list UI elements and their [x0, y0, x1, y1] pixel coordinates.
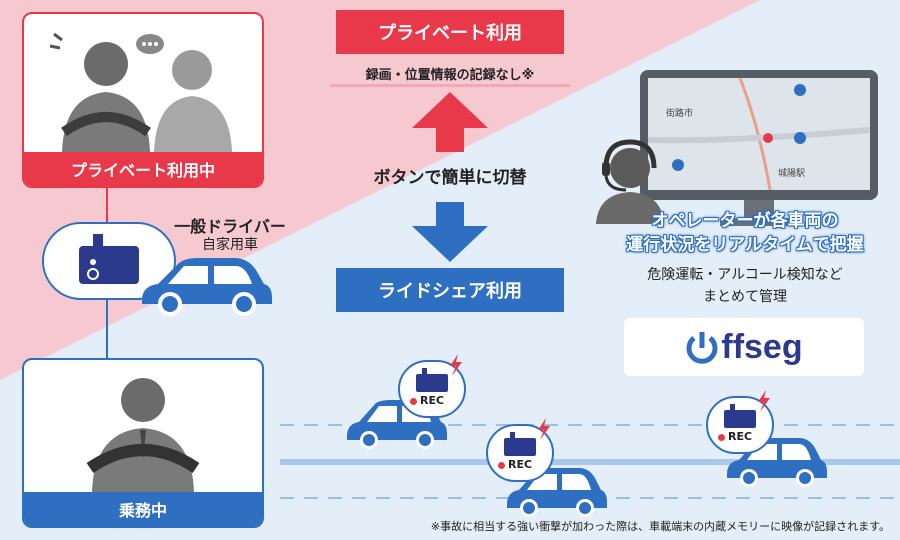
rec-dot — [718, 434, 725, 441]
operator-sub-1: 危険運転・アルコール検知など — [647, 267, 843, 283]
private-mode-badge: プライベート利用 — [336, 10, 564, 54]
switch-arrows-icon — [412, 92, 488, 262]
operator-headline-2: 運行状況をリアルタイムで把握 — [626, 235, 864, 255]
rec-bubble-1: REC — [398, 354, 466, 418]
rec-label: REC — [728, 430, 753, 443]
brand-logo-box: ffseg — [624, 318, 864, 376]
switch-label: ボタンで簡単に切替 — [373, 168, 527, 188]
dashcam-icon — [79, 234, 139, 284]
on-duty-card: 乗務中 — [22, 358, 264, 528]
rec-dot — [498, 462, 505, 469]
dashcam-icon — [724, 404, 756, 428]
rec-bubble-3: REC — [706, 390, 774, 454]
footnote: ※事故に相当する強い衝撃が加わった際は、車載端末の内蔵メモリーに映像が記録されま… — [430, 520, 890, 533]
brand-name: ffseg — [721, 327, 803, 366]
dashcam-icon — [416, 368, 448, 392]
operator-headline-1: オペレーターが各車両の — [651, 211, 839, 231]
operator-headset-illustration — [596, 139, 664, 224]
driver-title: 一般ドライバー — [174, 217, 286, 236]
on-duty-label: 乗務中 — [24, 492, 262, 526]
operator-sub-2: まとめて管理 — [703, 289, 787, 305]
driver-passenger-illustration — [49, 32, 232, 152]
rec-dot — [410, 398, 417, 405]
driver-subtitle: 自家用車 — [202, 237, 258, 253]
private-mode-note: 録画・位置情報の記録なし※ — [365, 68, 535, 83]
dashcam-icon — [504, 432, 536, 456]
impact-bolt-icon — [538, 418, 550, 440]
private-use-card: プライベート利用中 — [22, 12, 264, 188]
power-icon — [686, 332, 718, 364]
map-label-city: 街路市 — [666, 109, 694, 119]
private-car-icon — [142, 258, 272, 316]
private-use-label: プライベート利用中 — [24, 152, 262, 186]
note-underline — [330, 84, 570, 87]
driver-illustration — [86, 378, 200, 492]
map-label-station: 城陽駅 — [778, 169, 806, 179]
impact-bolt-icon — [450, 354, 462, 376]
monitor-map-illustration — [640, 70, 878, 226]
impact-bolt-icon — [758, 390, 770, 412]
rideshare-mode-badge: ライドシェア利用 — [336, 268, 564, 312]
rec-label: REC — [508, 458, 533, 471]
rec-bubble-2: REC — [486, 418, 554, 482]
rec-label: REC — [420, 394, 445, 407]
